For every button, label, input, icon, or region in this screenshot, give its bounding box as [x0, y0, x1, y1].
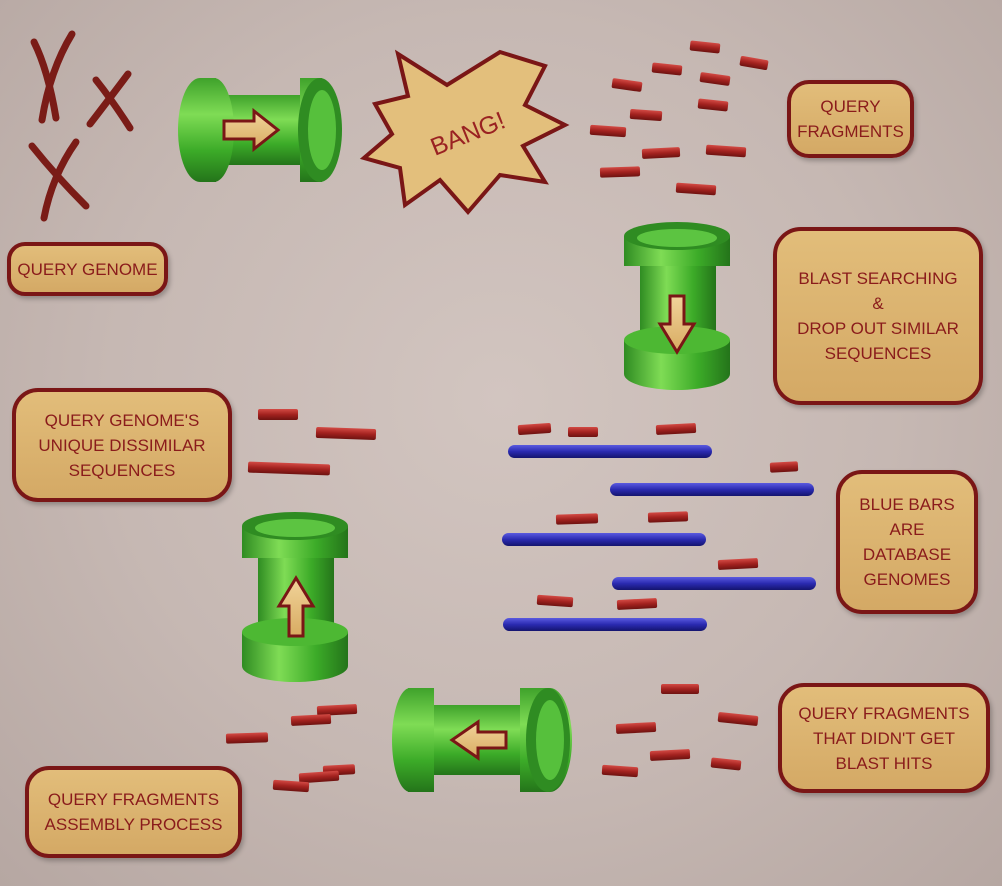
pipe-down-arrow-icon — [624, 222, 730, 390]
query-genome-label: QUERY GENOME — [7, 242, 168, 296]
database-bar — [503, 618, 707, 631]
unique-sequence-fragments — [247, 409, 377, 476]
pipe-up-arrow-icon — [242, 512, 348, 682]
chromosome-icon — [28, 138, 90, 222]
unique-sequences-label: QUERY GENOME'S UNIQUE DISSIMILAR SEQUENC… — [12, 388, 232, 502]
chromosome-icon — [86, 70, 134, 132]
bang-burst-icon: BANG! — [359, 49, 570, 216]
database-bar — [612, 577, 816, 590]
unmatched-fragments — [601, 684, 759, 778]
assembly-process-label: QUERY FRAGMENTS ASSEMBLY PROCESS — [25, 766, 242, 858]
query-fragments-label: QUERY FRAGMENTS — [787, 80, 914, 158]
chromosome-icon — [30, 30, 76, 124]
database-bar — [610, 483, 814, 496]
database-genome-bars — [502, 445, 816, 631]
pipe-right-arrow-icon — [178, 78, 342, 182]
query-fragments-scatter — [589, 40, 769, 196]
database-bar — [508, 445, 712, 458]
no-blast-hits-label: QUERY FRAGMENTS THAT DIDN'T GET BLAST HI… — [778, 683, 990, 793]
assembly-fragments — [225, 704, 358, 793]
blast-searching-label: BLAST SEARCHING & DROP OUT SIMILAR SEQUE… — [773, 227, 983, 405]
pipe-left-arrow-icon — [392, 688, 572, 792]
matched-fragments — [517, 422, 799, 610]
database-bar — [502, 533, 706, 546]
blue-bars-label: BLUE BARS ARE DATABASE GENOMES — [836, 470, 978, 614]
